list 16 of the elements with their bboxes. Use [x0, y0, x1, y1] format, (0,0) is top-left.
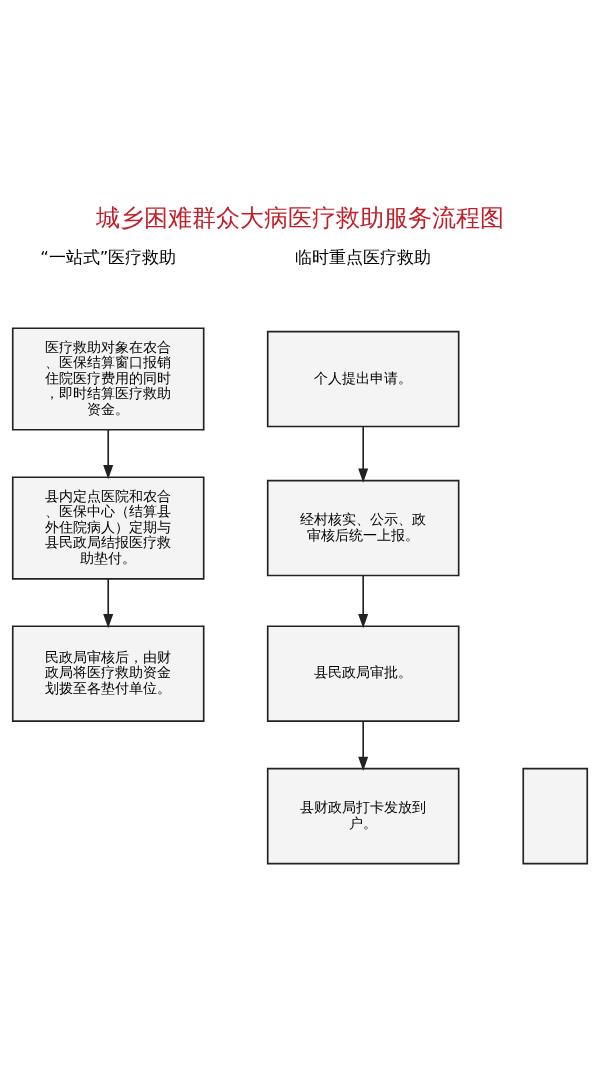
arrow — [358, 425, 369, 483]
arrow — [358, 574, 369, 629]
node-box: 医疗救助对象在农合、医保结算窗口报销住院医疗费用的同时，即时结算医疗救助资金。 — [11, 327, 205, 431]
node-box: 县财政局打卡发放到户。 — [266, 767, 460, 865]
label: 临时重点医疗救助 — [295, 248, 432, 268]
arrow — [358, 720, 369, 772]
node-box: 县内定点医院和农合、医保中心（结算县外住院病人）定期与县民政局结报医疗救助垫付。 — [11, 476, 205, 580]
node-box: 个人提出申请。 — [266, 330, 460, 428]
diagram-title: 城乡困难群众大病医疗救助服务流程图 — [96, 203, 504, 233]
node-box: 民政局审核后，由财政局将医疗救助资金划拨至各垫付单位。 — [11, 625, 205, 723]
arrow — [103, 578, 114, 629]
node-box: 县民政局审批。 — [266, 625, 460, 723]
node-box — [522, 767, 589, 865]
arrow — [103, 429, 114, 480]
node-box: 经村核实、公示、政审核后统一上报。 — [266, 479, 460, 577]
label: “一站式”医疗救助 — [40, 248, 177, 268]
